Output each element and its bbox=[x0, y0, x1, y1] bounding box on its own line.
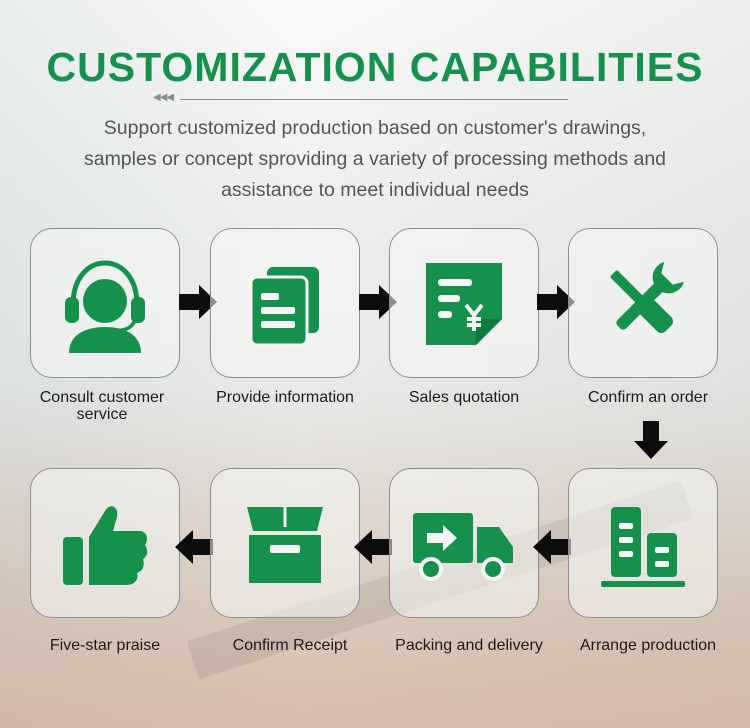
step-label-confirm-receipt: Confirm Receipt bbox=[232, 637, 348, 654]
step-box-provide-information bbox=[210, 228, 360, 378]
step-box-packing-and-delivery bbox=[389, 468, 539, 618]
step-label-provide-information: Provide information bbox=[216, 389, 354, 406]
title-decoration-arrows: ◀◀◀ bbox=[153, 92, 174, 103]
delivery-truck-icon bbox=[413, 513, 513, 581]
page-subtitle: Support customized production based on c… bbox=[83, 117, 667, 201]
step-box-five-star-praise bbox=[30, 468, 180, 618]
step-label-packing-and-delivery: Packing and delivery bbox=[395, 637, 543, 654]
arrow-right-icon bbox=[179, 285, 217, 319]
arrow-down-icon bbox=[634, 421, 668, 459]
thumbs-up-icon bbox=[63, 506, 148, 585]
arrow-left-icon bbox=[175, 530, 213, 564]
step-box-confirm-an-order bbox=[568, 228, 718, 378]
page-title: CUSTOMIZATION CAPABILITIES bbox=[46, 44, 704, 90]
step-label-consult-customer-service: Consult customer service bbox=[39, 389, 165, 423]
yen-invoice-icon bbox=[426, 263, 502, 345]
customer-service-headset-icon bbox=[65, 260, 145, 353]
title-underline bbox=[180, 99, 568, 100]
step-label-five-star-praise: Five-star praise bbox=[49, 637, 161, 654]
step-label-arrange-production: Arrange production bbox=[579, 637, 717, 654]
step-label-sales-quotation: Sales quotation bbox=[408, 389, 520, 406]
step-label-confirm-an-order: Confirm an order bbox=[587, 389, 709, 406]
arrow-left-icon bbox=[533, 530, 571, 564]
package-box-icon bbox=[247, 507, 323, 583]
documents-icon bbox=[249, 267, 319, 347]
step-box-sales-quotation bbox=[389, 228, 539, 378]
step-box-confirm-receipt bbox=[210, 468, 360, 618]
step-box-consult-customer-service bbox=[30, 228, 180, 378]
arrow-right-icon bbox=[537, 285, 575, 319]
step-box-arrange-production bbox=[568, 468, 718, 618]
wrench-screwdriver-icon bbox=[610, 261, 685, 334]
arrow-left-icon bbox=[354, 530, 392, 564]
factory-buildings-icon bbox=[601, 507, 685, 587]
arrow-right-icon bbox=[359, 285, 397, 319]
